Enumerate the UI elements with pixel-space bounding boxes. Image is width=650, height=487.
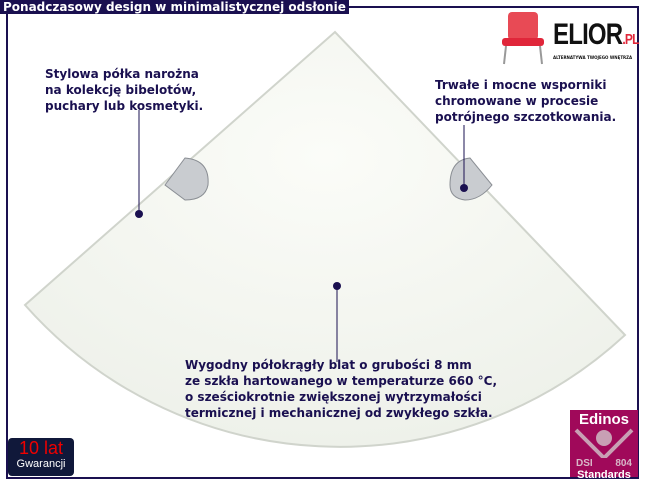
edinos-emblem-icon	[574, 428, 634, 458]
callout-dot-right	[460, 184, 468, 192]
page-title: Ponadczasowy design w minimalistycznej o…	[0, 0, 349, 14]
warranty-badge: 10 lat Gwarancji	[8, 438, 74, 476]
brand-logo: ELIOR.PL	[553, 18, 639, 51]
glass-shelf	[23, 30, 627, 448]
chair-icon	[502, 12, 544, 65]
brand-slogan: ALTERNATYWA TWOJEGO WNĘTRZA	[553, 55, 633, 60]
left-bracket	[164, 157, 209, 201]
callout-dot-center	[333, 282, 341, 290]
callout-dot-left	[135, 210, 143, 218]
